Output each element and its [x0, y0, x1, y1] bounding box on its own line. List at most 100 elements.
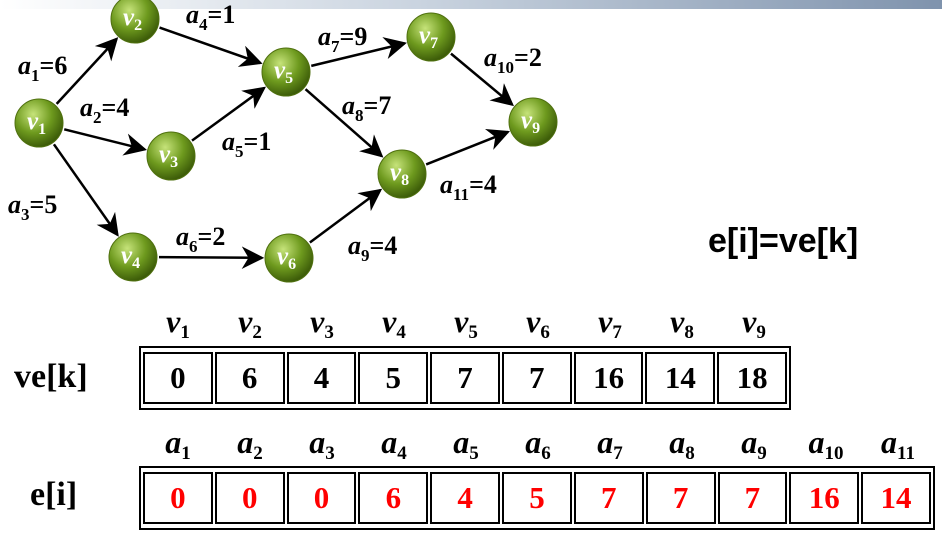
node-label-v4: v4	[121, 242, 140, 272]
e-header-a6: a6	[525, 424, 551, 464]
e-row-label: e[i]	[30, 476, 78, 513]
edge-v5-v8	[304, 88, 384, 158]
edge-label-a11: a11=4	[440, 170, 497, 204]
formula-text: e[i]=ve[k]	[708, 222, 859, 260]
node-circle-v1	[14, 98, 64, 148]
ve-cell-5: 7	[430, 352, 500, 404]
node-label-v9: v9	[521, 107, 540, 137]
ve-cell-9: 18	[717, 352, 788, 404]
node-label-v5: v5	[274, 57, 293, 87]
node-label-v2: v2	[123, 4, 142, 34]
nodes-layer: v1 v2 v3 v4 v5 v6 v7 v8 v9	[14, 0, 558, 283]
ve-cell-2: 6	[214, 352, 285, 404]
ve-header-v9: v9	[742, 303, 766, 343]
node-label-v7: v7	[419, 22, 438, 52]
edge-v6-v8	[309, 188, 383, 244]
edge-label-a10: a10=2	[484, 43, 542, 77]
e-header-a11: a11	[881, 424, 915, 464]
ve-header-v6: v6	[526, 303, 550, 343]
node-v7: v7	[406, 12, 456, 62]
e-header-a2: a2	[237, 424, 263, 464]
e-header-a3: a3	[309, 424, 335, 464]
ve-row-label: ve[k]	[14, 358, 88, 395]
ve-header-v7: v7	[598, 303, 622, 343]
node-label-v1: v1	[27, 108, 46, 138]
ve-header-v1: v1	[166, 303, 190, 343]
e-cell-2: 0	[214, 472, 285, 524]
e-cell-11: 14	[861, 472, 931, 524]
e-header-row: a1 a2 a3 a4 a5 a6 a7 a8 a9 a10 a11	[142, 424, 934, 464]
edge-label-a5: a5=1	[222, 127, 271, 161]
edge-v1-v3	[63, 128, 147, 156]
e-header-a7: a7	[597, 424, 623, 464]
edge-label-a6: a6=2	[176, 222, 225, 256]
node-v8: v8	[377, 149, 427, 199]
node-v1: v1	[14, 98, 64, 148]
e-cell-8: 7	[645, 472, 716, 524]
e-cell-10: 16	[789, 472, 860, 524]
node-v2: v2	[110, 0, 160, 44]
node-circle-v3	[146, 131, 196, 181]
node-label-v3: v3	[159, 141, 178, 171]
edge-v3-v5	[191, 86, 267, 142]
ve-cell-6: 7	[501, 352, 572, 404]
ve-cell-8: 14	[645, 352, 716, 404]
ve-cell-1: 0	[143, 352, 213, 404]
node-circle-v5	[261, 47, 311, 97]
node-v3: v3	[146, 131, 196, 181]
edge-label-a1: a1=6	[18, 51, 67, 85]
e-cell-1: 0	[143, 472, 213, 524]
e-cell-6: 5	[502, 472, 572, 524]
edge-label-a3: a3=5	[8, 190, 57, 224]
e-cell-7: 7	[573, 472, 644, 524]
edge-label-a4: a4=1	[186, 0, 235, 34]
node-v6: v6	[264, 233, 314, 283]
ve-cell-3: 4	[286, 352, 357, 404]
edge-label-a2: a2=4	[80, 93, 129, 127]
e-header-a8: a8	[669, 424, 695, 464]
e-header-a9: a9	[741, 424, 767, 464]
edge-labels-layer: a1=6 a2=4 a3=5 a4=1 a5=1 a6=2 a7=9 a8=7 a9=4 a10=…	[8, 0, 542, 265]
node-v5: v5	[261, 47, 311, 97]
edge-v1-v2	[55, 37, 119, 105]
node-label-v6: v6	[277, 243, 296, 273]
edge-v4-v6	[158, 246, 265, 269]
edges-layer	[52, 26, 514, 269]
node-v4: v4	[108, 232, 158, 282]
ve-header-row: v1 v2 v3 v4 v5 v6 v7 v8 v9	[142, 303, 790, 343]
edge-v2-v5	[159, 26, 263, 67]
ve-header-v8: v8	[670, 303, 694, 343]
ve-cell-7: 16	[573, 352, 644, 404]
edge-v1-v4	[52, 143, 119, 237]
node-circle-v7	[406, 12, 456, 62]
ve-header-v3: v3	[310, 303, 334, 343]
ve-cell-4: 5	[358, 352, 429, 404]
edge-label-a8: a8=7	[342, 91, 391, 125]
e-header-a5: a5	[453, 424, 479, 464]
e-cell-9: 7	[717, 472, 788, 524]
node-circle-v8	[377, 149, 427, 199]
e-header-a4: a4	[381, 424, 407, 464]
edge-label-a7: a7=9	[318, 22, 367, 56]
ve-header-v4: v4	[382, 303, 406, 343]
node-circle-v9	[508, 97, 558, 147]
edge-label-a9: a9=4	[348, 231, 397, 265]
top-gradient-bar	[0, 0, 942, 9]
edge-v7-v9	[450, 52, 514, 107]
edge-v5-v7	[310, 37, 407, 68]
node-label-v8: v8	[390, 159, 409, 189]
e-header-a1: a1	[165, 424, 191, 464]
e-header-a10: a10	[808, 424, 844, 464]
e-cell-4: 6	[358, 472, 429, 524]
ve-header-v2: v2	[238, 303, 262, 343]
node-v9: v9	[508, 97, 558, 147]
edge-v8-v9	[425, 128, 510, 166]
node-circle-v6	[264, 233, 314, 283]
ve-header-v5: v5	[454, 303, 478, 343]
node-circle-v4	[108, 232, 158, 282]
node-circle-v2	[110, 0, 160, 44]
e-cell-5: 4	[430, 472, 501, 524]
